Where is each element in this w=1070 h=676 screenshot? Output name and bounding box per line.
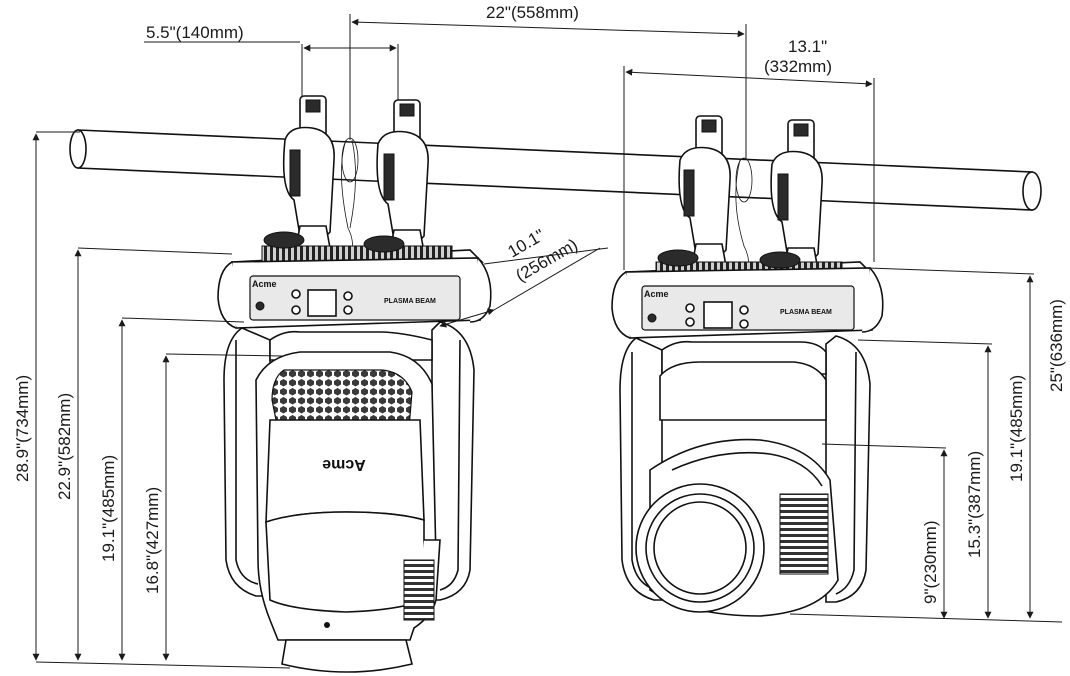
dim-yoke-height-right: 19.1"(485mm) xyxy=(1007,375,1026,482)
right-clamp-2 xyxy=(770,119,823,271)
dim-lens-height-right: 9"(230mm) xyxy=(921,521,940,605)
left-clamp-2 xyxy=(376,99,429,253)
left-fixture: Acme PLASMA BEAM Acme xyxy=(217,95,492,673)
dim-clamp-spacing: 5.5"(140mm) xyxy=(146,23,244,42)
svg-text:Acme: Acme xyxy=(644,289,669,299)
dimension-labels: 5.5"(140mm) 22"(558mm) 13.1" (332mm) 10.… xyxy=(13,3,1066,604)
right-clamp-1 xyxy=(678,115,731,267)
dimension-lines xyxy=(32,14,1063,669)
dim-total-height: 28.9"(734mm) xyxy=(13,375,32,482)
right-fixture: Acme PLASMA BEAM xyxy=(611,115,884,617)
dim-width-line2: (332mm) xyxy=(764,57,832,76)
dim-head-height-left: 16.8"(427mm) xyxy=(143,487,162,594)
left-logo: Acme xyxy=(322,456,366,473)
dim-base-height-right: 25"(636mm) xyxy=(1047,299,1066,392)
dim-head-height-right: 15.3"(387mm) xyxy=(965,451,984,558)
dim-width-line1: 13.1" xyxy=(788,37,827,56)
truss-pipe xyxy=(69,129,1042,211)
left-panel-label: PLASMA BEAM xyxy=(384,298,436,305)
dim-yoke-height-left: 19.1"(485mm) xyxy=(99,455,118,562)
dim-base-height-left: 22.9"(582mm) xyxy=(55,393,74,500)
dim-fixture-spacing: 22"(558mm) xyxy=(486,3,579,22)
right-panel-label: PLASMA BEAM xyxy=(780,309,832,316)
left-clamp-1 xyxy=(282,95,335,249)
svg-text:Acme: Acme xyxy=(252,279,277,289)
